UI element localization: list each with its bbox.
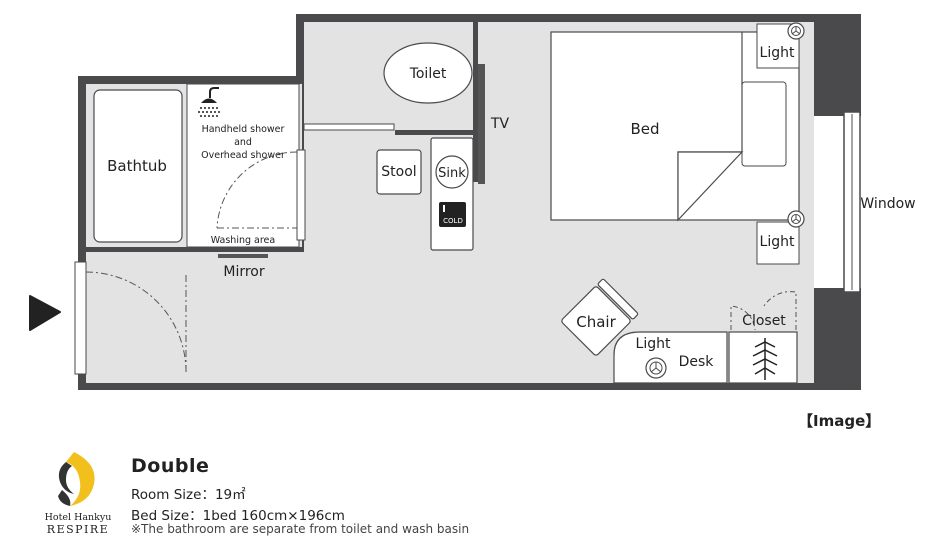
light-mid-icon [787, 210, 805, 228]
sink-counter [430, 137, 474, 251]
bathroom-door [296, 149, 306, 241]
sink [435, 155, 469, 189]
toilet-sliding-door [303, 123, 395, 131]
room-type: Double [131, 455, 210, 477]
shower-icon [198, 87, 220, 117]
sink-label: Sink [438, 166, 466, 181]
toilet [383, 42, 473, 104]
shower-area [186, 83, 300, 248]
window-label: Window [860, 196, 915, 212]
light-mid-label: Light [760, 234, 795, 250]
bed-size: Bed Size：1bed 160cm×196cm [131, 508, 345, 524]
mirror-label: Mirror [223, 264, 264, 280]
closet-door-swing-left [730, 305, 756, 331]
light-desk-label: Light [636, 336, 671, 352]
shower-label-line3: Overhead shower [201, 150, 285, 161]
tv [478, 64, 485, 184]
bed-label: Bed [630, 120, 659, 138]
hanger-icon [752, 338, 778, 380]
chair-label: Chair [576, 313, 616, 331]
window [814, 111, 862, 293]
hotel-logo-icon [58, 452, 95, 506]
light-top-label: Light [760, 45, 795, 61]
image-tag: 【Image】 [798, 412, 881, 430]
mirror [218, 254, 268, 258]
closet-door-swing-right [763, 291, 797, 330]
light-top-icon [787, 22, 805, 40]
fridge-icon [439, 202, 466, 227]
room-note: ※The bathroom are separate from toilet a… [131, 522, 470, 536]
bathroom-door-swing [216, 151, 298, 229]
stool [376, 149, 422, 195]
closet-label: Closet [742, 313, 786, 329]
pillow [741, 81, 787, 167]
light-desk-icon [645, 357, 667, 379]
entrance-arrow-icon [29, 295, 61, 331]
room-size: Room Size：19㎡ [131, 487, 246, 503]
toilet-label: Toilet [409, 66, 447, 82]
light-mid-table [756, 221, 800, 265]
closet [728, 331, 798, 384]
chair [561, 278, 639, 356]
logo-text-line2: RESPIRE [46, 523, 110, 536]
bed-cover-fold [677, 151, 744, 222]
tv-label: TV [490, 116, 510, 132]
shower-label-line1: Handheld shower [202, 124, 285, 135]
washing-area-label: Washing area [211, 235, 275, 246]
entrance-door [74, 261, 187, 375]
logo-text-line1: Hotel Hankyu [44, 512, 112, 523]
fridge-label: COLD [443, 217, 463, 225]
bathtub-label: Bathtub [107, 157, 167, 175]
stool-label: Stool [381, 164, 416, 180]
desk-label: Desk [679, 354, 715, 370]
desk [613, 331, 728, 384]
bathtub [93, 89, 183, 243]
shower-label-line2: and [234, 137, 252, 148]
